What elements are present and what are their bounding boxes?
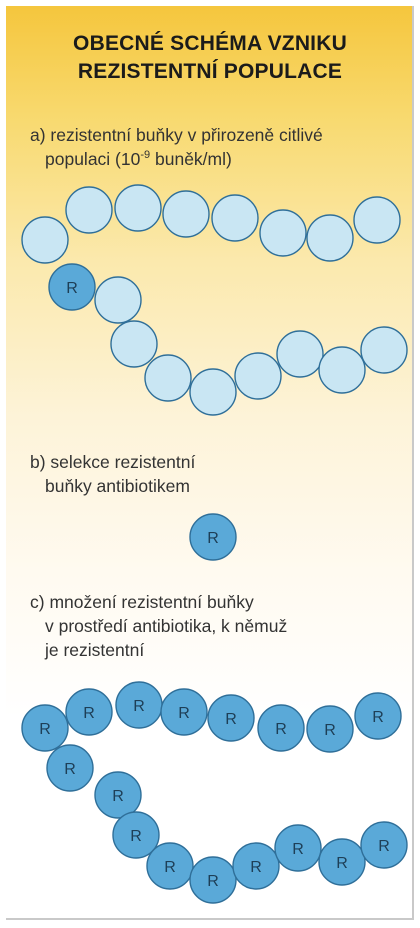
sensitive-cell <box>111 321 157 367</box>
cell-body <box>260 210 306 256</box>
cell-label: R <box>250 859 262 876</box>
sensitive-cell <box>145 355 191 401</box>
sensitive-cell <box>319 347 365 393</box>
cell-body <box>361 327 407 373</box>
sensitive-cell <box>260 210 306 256</box>
cell-label: R <box>336 855 348 872</box>
resistant-cell: R <box>49 264 95 310</box>
cell-label: R <box>164 859 176 876</box>
sensitive-cell <box>277 331 323 377</box>
cell-label: R <box>130 828 142 845</box>
resistant-cell: R <box>147 843 193 889</box>
cell-body <box>277 331 323 377</box>
cell-label: R <box>225 711 237 728</box>
cell-body <box>307 215 353 261</box>
resistant-cell: R <box>47 745 93 791</box>
cell-body <box>145 355 191 401</box>
resistant-cell: R <box>208 695 254 741</box>
resistant-cell: R <box>22 705 68 751</box>
cell-body <box>190 369 236 415</box>
resistant-cell: R <box>161 689 207 735</box>
population-a-chain: R <box>22 185 407 415</box>
population-b-single: R <box>190 514 236 560</box>
resistant-cell: R <box>95 772 141 818</box>
resistant-cell: R <box>319 839 365 885</box>
sensitive-cell <box>115 185 161 231</box>
resistant-cell: R <box>190 857 236 903</box>
cell-body <box>22 217 68 263</box>
cell-label: R <box>64 761 76 778</box>
resistant-cell: R <box>116 682 162 728</box>
sensitive-cell <box>361 327 407 373</box>
cell-label: R <box>275 721 287 738</box>
cell-label: R <box>112 788 124 805</box>
cell-body <box>354 197 400 243</box>
cell-label: R <box>372 709 384 726</box>
cell-label: R <box>178 705 190 722</box>
cell-body <box>66 187 112 233</box>
resistant-cell: R <box>233 843 279 889</box>
cell-label: R <box>378 838 390 855</box>
cell-body <box>212 195 258 241</box>
cell-body <box>163 191 209 237</box>
sensitive-cell <box>22 217 68 263</box>
cell-label: R <box>39 721 51 738</box>
cell-label: R <box>207 873 219 890</box>
cell-label: R <box>83 705 95 722</box>
resistant-cell: R <box>258 705 304 751</box>
cell-body <box>115 185 161 231</box>
cell-label: R <box>133 698 145 715</box>
sensitive-cell <box>66 187 112 233</box>
cell-body <box>235 353 281 399</box>
cell-label: R <box>207 530 219 547</box>
sensitive-cell <box>190 369 236 415</box>
sensitive-cell <box>354 197 400 243</box>
cell-body <box>319 347 365 393</box>
sensitive-cell <box>307 215 353 261</box>
sensitive-cell <box>212 195 258 241</box>
sensitive-cell <box>95 277 141 323</box>
resistant-cell: R <box>66 689 112 735</box>
cell-label: R <box>66 280 78 297</box>
resistant-cell: R <box>190 514 236 560</box>
population-c-chain: R R R R R R R R R R R R R R R R R <box>22 682 407 903</box>
cell-body <box>111 321 157 367</box>
cell-body <box>95 277 141 323</box>
resistant-cell: R <box>355 693 401 739</box>
cell-label: R <box>324 722 336 739</box>
resistant-cell: R <box>307 706 353 752</box>
sensitive-cell <box>163 191 209 237</box>
resistant-cell: R <box>275 825 321 871</box>
cell-label: R <box>292 841 304 858</box>
resistant-cell: R <box>361 822 407 868</box>
sensitive-cell <box>235 353 281 399</box>
